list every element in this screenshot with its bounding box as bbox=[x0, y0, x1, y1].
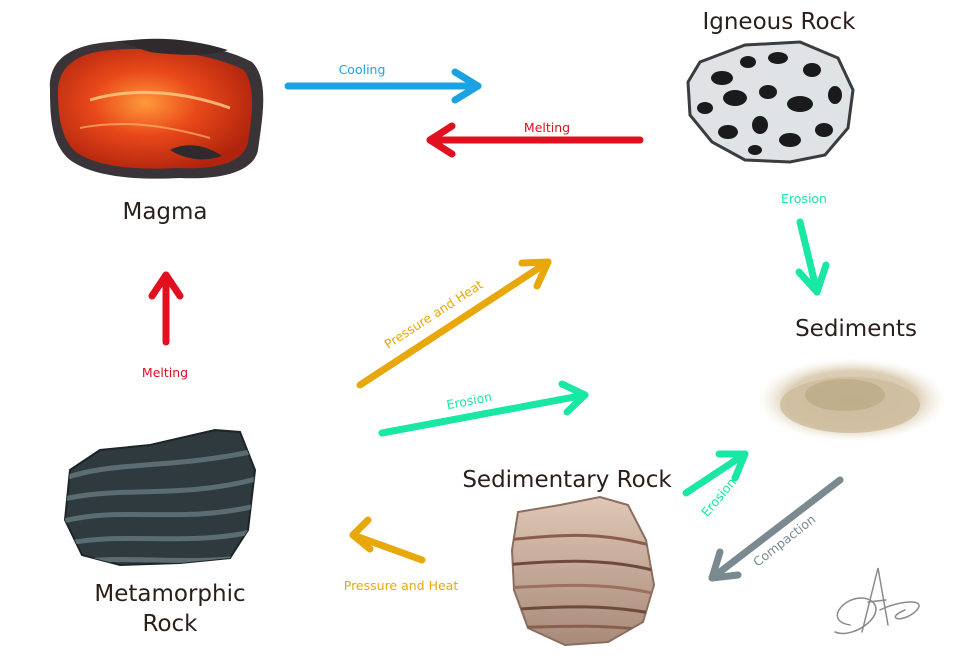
metamorphic-rock-icon bbox=[63, 428, 257, 567]
arrow-melting-igneous bbox=[426, 122, 644, 158]
edge-label-cooling: Cooling bbox=[339, 62, 386, 77]
node-label-igneous: Igneous Rock bbox=[702, 9, 856, 35]
arrow-erosion-sedimentary bbox=[682, 450, 749, 497]
arrow-cooling bbox=[284, 68, 482, 104]
arrow-pressure-heat-up bbox=[356, 258, 552, 389]
sedimentary-rock-icon bbox=[510, 495, 656, 647]
edge-label-pressure-heat-left: Pressure and Heat bbox=[344, 578, 459, 593]
edge-label-melting-igneous: Melting bbox=[524, 120, 570, 135]
magma-rock-icon bbox=[49, 38, 264, 179]
arrow-erosion-igneous bbox=[795, 218, 830, 296]
igneous-rock-icon bbox=[686, 40, 855, 164]
arrow-melting-metamorphic bbox=[148, 271, 184, 346]
arrow-pressure-heat-left bbox=[349, 516, 426, 564]
edge-label-erosion-igneous: Erosion bbox=[781, 191, 827, 206]
arrow-compaction bbox=[708, 476, 844, 582]
sediments-pile-icon bbox=[757, 358, 947, 442]
edge-label-melting-metamorphic: Melting bbox=[142, 365, 188, 380]
node-label-metamorphic-line1: Metamorphic bbox=[94, 581, 245, 607]
node-label-magma: Magma bbox=[122, 199, 207, 225]
arrow-erosion-middle bbox=[378, 380, 589, 437]
edge-label-erosion-middle: Erosion bbox=[445, 389, 493, 412]
artist-signature bbox=[834, 567, 920, 635]
node-label-sediments: Sediments bbox=[795, 316, 917, 342]
node-label-metamorphic-line2: Rock bbox=[143, 611, 199, 637]
node-label-sedimentary: Sedimentary Rock bbox=[462, 467, 672, 493]
